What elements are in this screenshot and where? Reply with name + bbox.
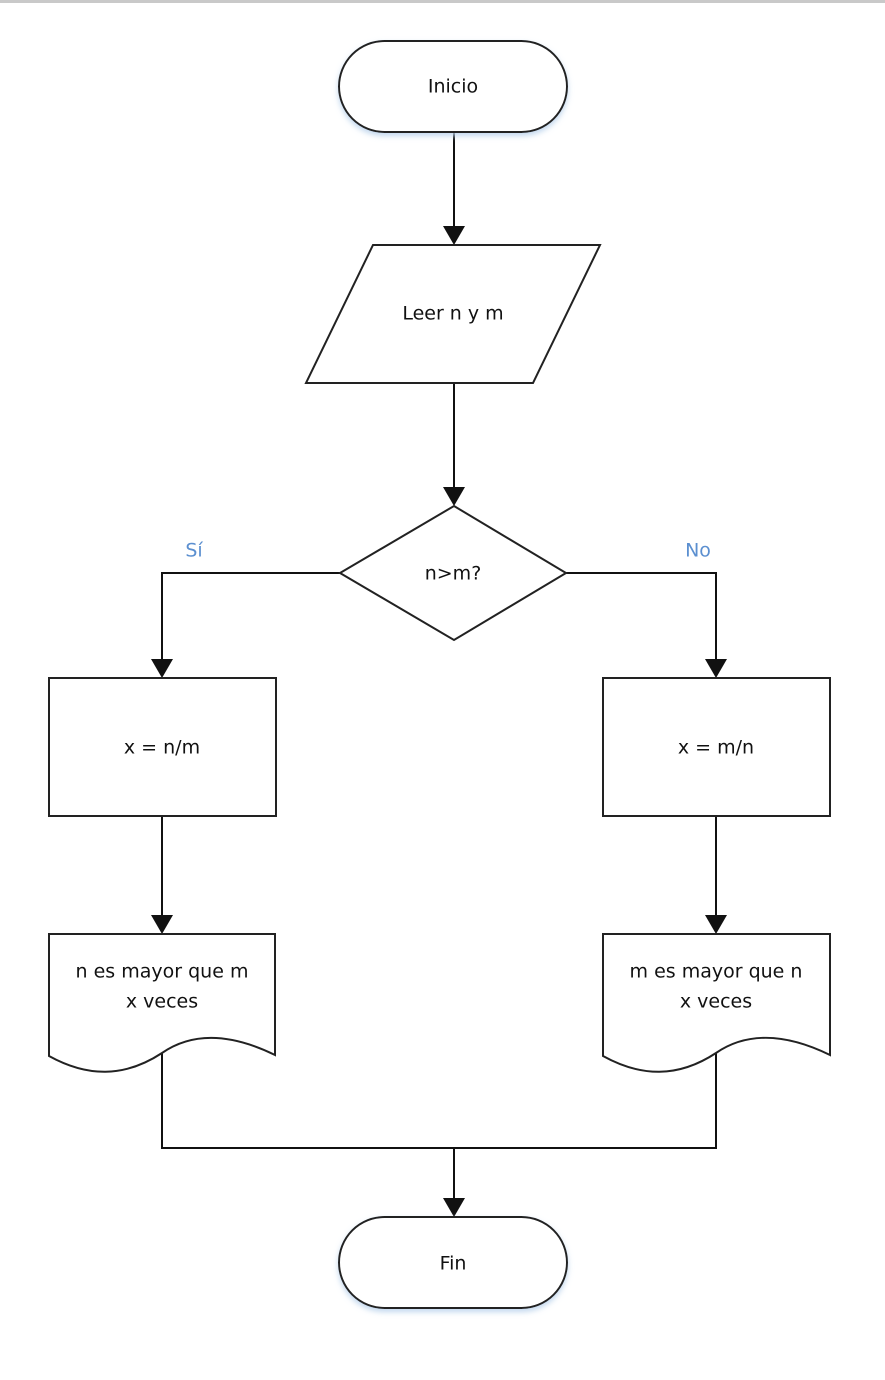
arrowhead-yes-process bbox=[151, 659, 173, 678]
input-parallelogram bbox=[304, 244, 602, 384]
merge-line bbox=[161, 1053, 717, 1149]
yes-output-line-2: x veces bbox=[126, 991, 198, 1013]
no-branch-line bbox=[566, 572, 717, 659]
arrowhead-end bbox=[443, 1198, 465, 1217]
end-node: Fin bbox=[338, 1216, 568, 1309]
arrowhead-yes-output bbox=[151, 915, 173, 934]
end-terminal-shape bbox=[338, 1216, 568, 1309]
arrowhead-no-output bbox=[705, 915, 727, 934]
start-node: Inicio bbox=[338, 40, 568, 133]
decision-label: n>m? bbox=[425, 563, 482, 585]
input-node: Leer n y m bbox=[304, 244, 602, 384]
no-branch-label: No bbox=[685, 540, 711, 562]
input-label: Leer n y m bbox=[402, 303, 503, 325]
arrowhead-input bbox=[443, 226, 465, 245]
arrowhead-no-process bbox=[705, 659, 727, 678]
no-process-node: x = m/n bbox=[602, 677, 831, 817]
yes-branch-label: Sí bbox=[185, 540, 203, 562]
decision-node: n>m? bbox=[338, 504, 568, 642]
start-label: Inicio bbox=[428, 76, 478, 98]
no-output-node: m es mayor que n x veces bbox=[602, 933, 831, 1073]
yes-process-box bbox=[48, 677, 277, 817]
decision-diamond bbox=[338, 504, 568, 642]
arrowhead-decision bbox=[443, 487, 465, 506]
no-process-label: x = m/n bbox=[678, 737, 754, 759]
yes-process-node: x = n/m bbox=[48, 677, 277, 817]
yes-output-document-shape bbox=[48, 933, 276, 1073]
start-terminal-shape bbox=[338, 40, 568, 133]
window-top-border bbox=[0, 0, 885, 3]
no-output-line-1: m es mayor que n bbox=[630, 961, 803, 983]
connectors bbox=[151, 132, 727, 1217]
yes-output-line-1: n es mayor que m bbox=[76, 961, 249, 983]
yes-process-label: x = n/m bbox=[124, 737, 200, 759]
end-label: Fin bbox=[440, 1253, 467, 1275]
yes-branch-line bbox=[161, 572, 340, 659]
yes-output-node: n es mayor que m x veces bbox=[48, 933, 276, 1073]
no-output-document-shape bbox=[602, 933, 831, 1073]
no-process-box bbox=[602, 677, 831, 817]
no-output-line-2: x veces bbox=[680, 991, 752, 1013]
